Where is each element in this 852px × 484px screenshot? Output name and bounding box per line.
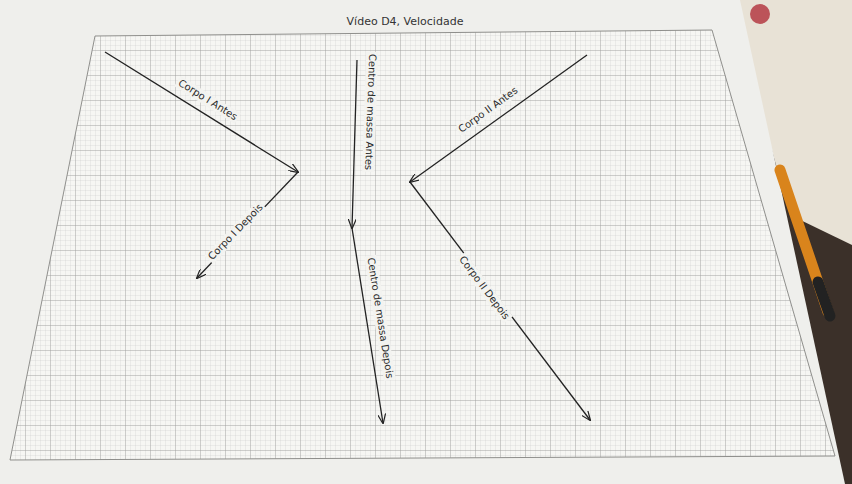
graph-grid [10,30,835,460]
arrow [105,52,298,172]
red-stain [750,4,770,24]
title: Vídeo D4, Velocidade [345,16,466,28]
arrow [352,60,357,228]
arrow [197,172,298,278]
pen-cap [818,282,830,316]
arrow [410,182,590,420]
grid-ground [10,30,835,460]
arrow [410,55,587,182]
